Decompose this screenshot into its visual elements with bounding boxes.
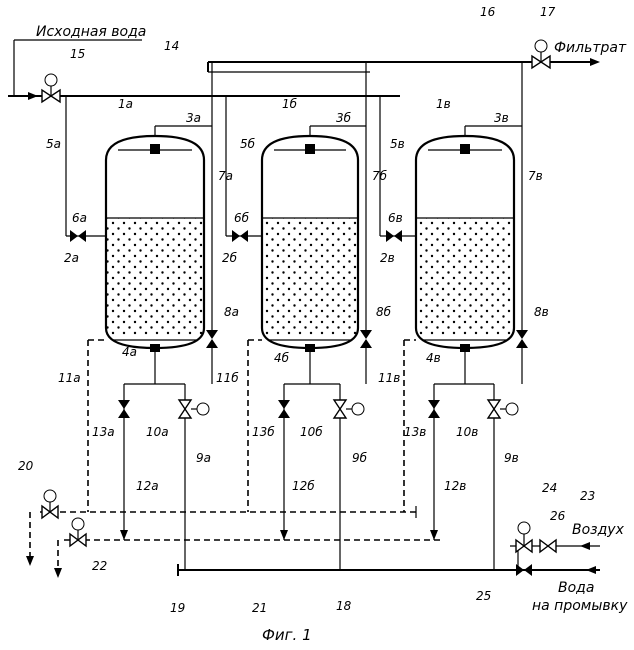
label-22: 22 [92, 559, 107, 573]
filter-tank-b [262, 136, 358, 352]
label-11c: 11в [378, 371, 400, 385]
label-7c: 7в [528, 169, 543, 183]
label-filtrate: Фильтрат [554, 40, 627, 56]
label-8a: 8а [224, 305, 239, 319]
label-6b: 6б [234, 211, 250, 225]
label-9b: 9б [352, 451, 368, 465]
label-23: 23 [580, 489, 595, 503]
label-7a: 7а [218, 169, 233, 183]
label-3b: 3б [336, 111, 352, 125]
label-7b: 7б [372, 169, 388, 183]
label-2a: 2а [64, 251, 79, 265]
label-8b: 8б [376, 305, 392, 319]
valve-6b [232, 230, 248, 242]
valve-24 [516, 522, 532, 552]
drain-pipe-21 [54, 540, 440, 578]
inlet-pipe-14 [8, 92, 400, 100]
valve-10c [488, 400, 518, 418]
valve-26 [540, 540, 556, 552]
label-24: 24 [542, 481, 557, 495]
valve-8a [206, 330, 218, 348]
label-14: 14 [164, 39, 179, 53]
label-9c: 9в [504, 451, 519, 465]
label-3c: 3в [494, 111, 509, 125]
label-air: Воздух [572, 522, 625, 538]
label-18: 18 [336, 599, 352, 613]
label-6a: 6а [72, 211, 87, 225]
valve-13c [428, 400, 440, 418]
label-4a: 4а [122, 345, 137, 359]
label-4c: 4в [426, 351, 441, 365]
label-20: 20 [18, 459, 34, 473]
label-21: 21 [252, 601, 267, 615]
valve-10b [334, 400, 364, 418]
valve-17 [532, 40, 550, 68]
label-13a: 13а [92, 425, 115, 439]
label-13c: 13в [404, 425, 426, 439]
label-1b: 1б [282, 97, 298, 111]
filter-tank-c [416, 136, 514, 352]
label-16: 16 [480, 5, 496, 19]
label-5a: 5а [46, 137, 61, 151]
label-9a: 9а [196, 451, 211, 465]
label-2b: 2б [222, 251, 238, 265]
label-12c: 12в [444, 479, 466, 493]
label-wash-water-1: Вода [558, 580, 594, 596]
label-10b: 10б [300, 425, 323, 439]
valve-6c [386, 230, 402, 242]
label-12b: 12б [292, 479, 315, 493]
label-1a: 1а [118, 97, 133, 111]
label-13b: 13б [252, 425, 275, 439]
label-4b: 4б [274, 351, 290, 365]
label-5b: 5б [240, 137, 256, 151]
valve-10a [179, 400, 209, 418]
wash-pipe-18 [178, 564, 600, 576]
filter-tank-a [106, 136, 204, 352]
label-19: 19 [170, 601, 185, 615]
valve-8c [516, 330, 528, 348]
valve-13a [118, 400, 130, 418]
label-inlet: Исходная вода [36, 24, 146, 40]
label-12a: 12а [136, 479, 159, 493]
label-2c: 2в [380, 251, 395, 265]
valve-13b [278, 400, 290, 418]
valve-6a [70, 230, 86, 242]
valve-15 [42, 74, 60, 102]
label-1c: 1в [436, 97, 451, 111]
label-wash-water-2: на промывку [532, 598, 628, 614]
label-10a: 10а [146, 425, 169, 439]
label-8c: 8в [534, 305, 549, 319]
label-25: 25 [476, 589, 491, 603]
label-26: 26 [550, 509, 566, 523]
valve-22 [70, 518, 86, 546]
label-10c: 10в [456, 425, 478, 439]
label-11a: 11а [58, 371, 81, 385]
label-6c: 6в [388, 211, 403, 225]
label-17: 17 [540, 5, 556, 19]
valve-20 [42, 490, 58, 518]
valve-8b [360, 330, 372, 348]
figure-caption: Фиг. 1 [262, 626, 312, 644]
label-11b: 11б [216, 371, 239, 385]
label-15: 15 [70, 47, 85, 61]
label-5c: 5в [390, 137, 405, 151]
label-3a: 3а [186, 111, 201, 125]
